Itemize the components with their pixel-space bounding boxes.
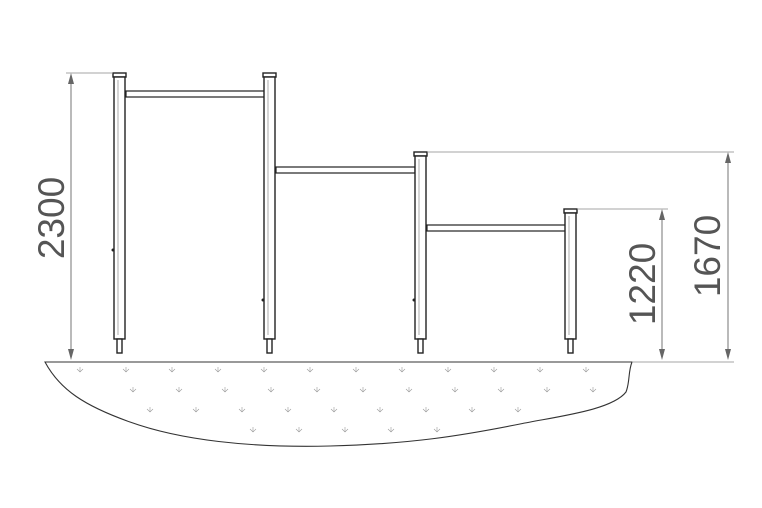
hatch-mark — [490, 367, 498, 373]
hatch-mark — [536, 367, 544, 373]
hatch-mark — [313, 387, 321, 393]
hatch-mark — [444, 367, 452, 373]
hatch-mark — [398, 367, 406, 373]
hatch-mark — [192, 407, 200, 413]
ground-section — [44, 361, 633, 447]
hatch-mark — [514, 407, 522, 413]
hatch-mark — [175, 387, 183, 393]
hatch-mark — [284, 407, 292, 413]
hatch-mark — [468, 407, 476, 413]
dimension-label-1220: 1220 — [622, 243, 663, 325]
dimension-label-2300: 2300 — [31, 177, 72, 259]
ground-hatch-marks — [76, 367, 597, 433]
hatch-mark — [451, 387, 459, 393]
hatch-mark — [306, 367, 314, 373]
hatch-mark — [221, 387, 229, 393]
hatch-mark — [589, 387, 597, 393]
post-1 — [111, 72, 127, 354]
hatch-mark — [422, 407, 430, 413]
hatch-mark — [405, 387, 413, 393]
hatch-mark — [582, 367, 590, 373]
hatch-mark — [260, 367, 268, 373]
hatch-mark — [352, 367, 360, 373]
dimension-left: 2300 — [31, 72, 113, 360]
hatch-mark — [214, 367, 222, 373]
post-2 — [261, 72, 277, 354]
hatch-mark — [330, 407, 338, 413]
hatch-mark — [497, 387, 505, 393]
hatch-mark — [238, 407, 246, 413]
hatch-mark — [376, 407, 384, 413]
post-3 — [412, 151, 428, 354]
hatch-mark — [295, 427, 303, 433]
hatch-mark — [129, 387, 137, 393]
hatch-mark — [341, 427, 349, 433]
hatch-mark — [249, 427, 257, 433]
middle-bar — [275, 166, 416, 174]
hatch-mark — [122, 367, 130, 373]
dimension-label-1670: 1670 — [687, 215, 728, 297]
hatch-mark — [433, 427, 441, 433]
post-4 — [563, 208, 578, 354]
low-bar — [426, 224, 567, 232]
bars — [125, 90, 567, 232]
dimension-right-inner: 1220 — [577, 208, 668, 360]
hatch-mark — [76, 367, 84, 373]
dimension-right-outer: 1670 — [427, 151, 734, 363]
top-bar — [125, 90, 266, 98]
hatch-mark — [359, 387, 367, 393]
hatch-mark — [146, 407, 154, 413]
hatch-mark — [168, 367, 176, 373]
hatch-mark — [543, 387, 551, 393]
hatch-mark — [387, 427, 395, 433]
hatch-mark — [267, 387, 275, 393]
